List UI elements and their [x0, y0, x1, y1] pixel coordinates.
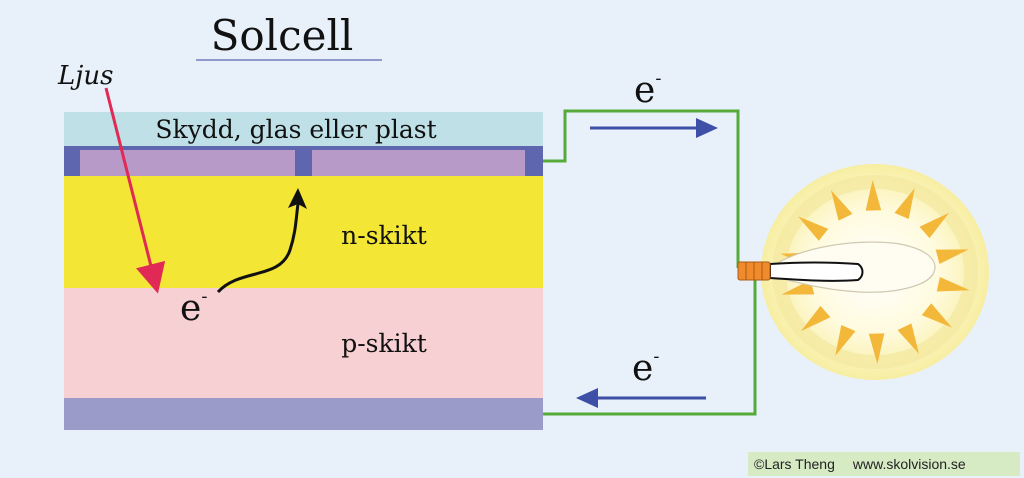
bulb-ray: [919, 212, 950, 239]
bulb-ray: [921, 303, 952, 328]
bottom-wire: [543, 272, 757, 416]
top-electrode-left: [80, 150, 295, 176]
protection-layer: [64, 112, 543, 146]
electron-top-charge: -: [655, 68, 661, 89]
bulb-ray: [798, 216, 829, 241]
n-layer-label: n-skikt: [341, 221, 427, 250]
bulb-ray: [865, 180, 882, 211]
p-layer: [64, 288, 543, 398]
credit-site[interactable]: www.skolvision.se: [852, 456, 966, 472]
protection-label: Skydd, glas eller plast: [155, 115, 436, 144]
electron-path-arrowhead: [288, 188, 307, 209]
credit-author: ©Lars Theng: [754, 456, 835, 472]
top-electrode-right: [312, 150, 525, 176]
light-label: Ljus: [57, 61, 113, 91]
arrow-left-icon: [576, 388, 706, 408]
p-layer-label: p-skikt: [341, 329, 427, 358]
electron-cell-charge: -: [201, 286, 207, 307]
bulb-ray: [935, 249, 969, 265]
bottom-contact: [64, 398, 543, 430]
bulb-ray: [868, 333, 885, 364]
n-layer: [64, 176, 543, 288]
electron-path: [216, 203, 300, 294]
electron-cell-symbol: e: [180, 288, 201, 329]
top-wire: [543, 109, 740, 268]
light-bulb-icon: [737, 164, 989, 380]
credit-banner: ©Lars Theng www.skolvision.se: [748, 452, 1020, 476]
bulb-ray: [894, 188, 915, 219]
electron-top: e-: [634, 68, 661, 111]
bulb-ray: [897, 323, 920, 354]
electron-in-cell: e-: [180, 286, 207, 329]
bulb-ray: [800, 305, 831, 332]
light-ray: [104, 87, 166, 294]
bulb-ray: [835, 325, 856, 356]
electron-bottom-symbol: e: [632, 348, 653, 389]
arrow-right-icon: [590, 118, 718, 138]
bulb-ray: [936, 276, 970, 292]
electron-bottom-charge: -: [653, 346, 659, 367]
bulb-ray: [830, 190, 853, 221]
electron-bottom: e-: [632, 346, 659, 389]
diagram-title: Solcell: [211, 11, 354, 60]
bulb-filament: [769, 261, 864, 282]
electron-top-symbol: e: [634, 70, 655, 111]
